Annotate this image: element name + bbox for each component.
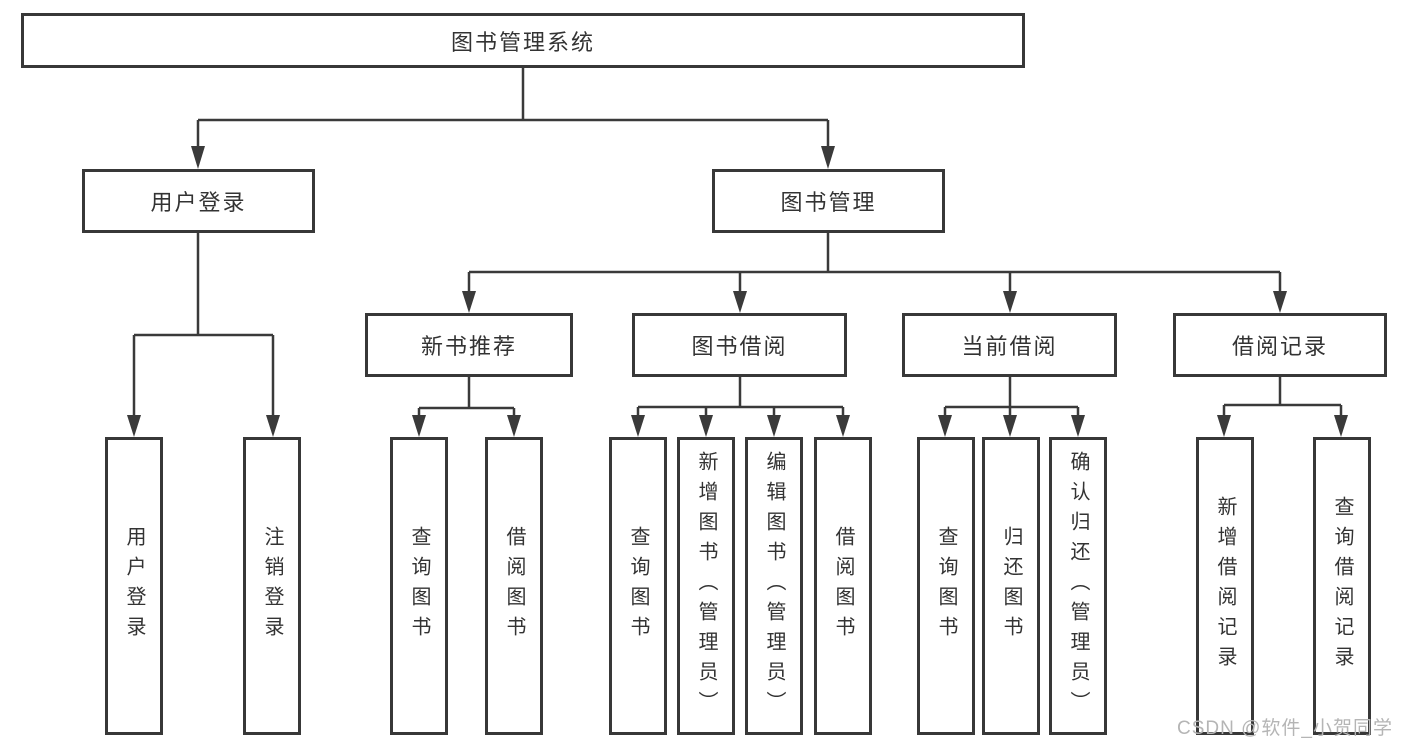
leaf-confirm-return-admin: 确认归还（管理员） [1049, 437, 1107, 735]
leaf-query-book: 查询图书 [917, 437, 975, 735]
node-book-borrow: 图书借阅 [632, 313, 847, 377]
node-new-book-recommend: 新书推荐 [365, 313, 573, 377]
leaf-query-book: 查询图书 [609, 437, 667, 735]
leaf-borrow-book: 借阅图书 [814, 437, 872, 735]
leaf-add-borrow-record: 新增借阅记录 [1196, 437, 1254, 735]
leaf-add-book-admin: 新增图书（管理员） [677, 437, 735, 735]
node-book-management: 图书管理 [712, 169, 945, 233]
leaf-edit-book-admin: 编辑图书（管理员） [745, 437, 803, 735]
node-user-login: 用户登录 [82, 169, 315, 233]
arrowheads [127, 146, 1348, 437]
node-borrow-records: 借阅记录 [1173, 313, 1387, 377]
leaf-logout-login: 注销登录 [243, 437, 301, 735]
leaf-query-borrow-record: 查询借阅记录 [1313, 437, 1371, 735]
node-library-system: 图书管理系统 [21, 13, 1025, 68]
leaf-borrow-book: 借阅图书 [485, 437, 543, 735]
node-current-borrow: 当前借阅 [902, 313, 1117, 377]
leaf-user-login: 用户登录 [105, 437, 163, 735]
csdn-watermark: CSDN @软件_小贺同学 [1177, 718, 1393, 739]
leaf-query-book: 查询图书 [390, 437, 448, 735]
leaf-return-book: 归还图书 [982, 437, 1040, 735]
